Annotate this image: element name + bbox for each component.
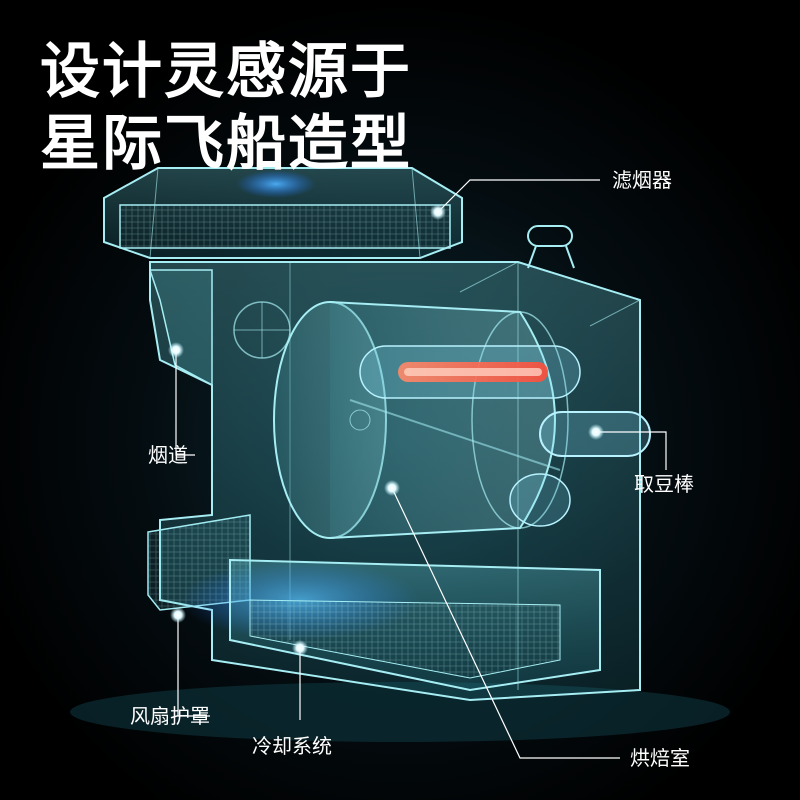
dot-cooling xyxy=(292,640,308,656)
roasting-drum xyxy=(273,301,569,539)
label-flue: 烟道 xyxy=(148,443,188,467)
leader-rod xyxy=(596,431,667,470)
dot-filter xyxy=(430,204,446,220)
cooling-tray xyxy=(180,558,601,692)
filter-unit xyxy=(103,167,463,259)
headline-line-2: 星际飞船造型 xyxy=(40,109,412,179)
label-roast-chamber: 烘焙室 xyxy=(630,746,690,770)
label-rod: 取豆棒 xyxy=(634,472,694,496)
heater-tube xyxy=(359,345,581,399)
dot-rod xyxy=(588,424,604,440)
label-filter: 滤烟器 xyxy=(612,168,672,192)
headline-line-1: 设计灵感源于 xyxy=(40,37,412,107)
flue-panel xyxy=(148,269,291,387)
label-cooling: 冷却系统 xyxy=(252,734,332,758)
callout-dots xyxy=(168,204,604,656)
leader-filter xyxy=(437,179,600,213)
floor-reflection xyxy=(70,682,730,742)
dot-fan xyxy=(170,607,186,623)
dot-roast xyxy=(384,480,400,496)
dot-flue xyxy=(168,342,184,358)
leader-roast xyxy=(391,487,620,759)
leader-lines xyxy=(175,179,667,759)
label-fan-guard: 风扇护罩 xyxy=(130,704,210,728)
leader-flue xyxy=(175,350,195,456)
leader-fan xyxy=(177,615,210,717)
